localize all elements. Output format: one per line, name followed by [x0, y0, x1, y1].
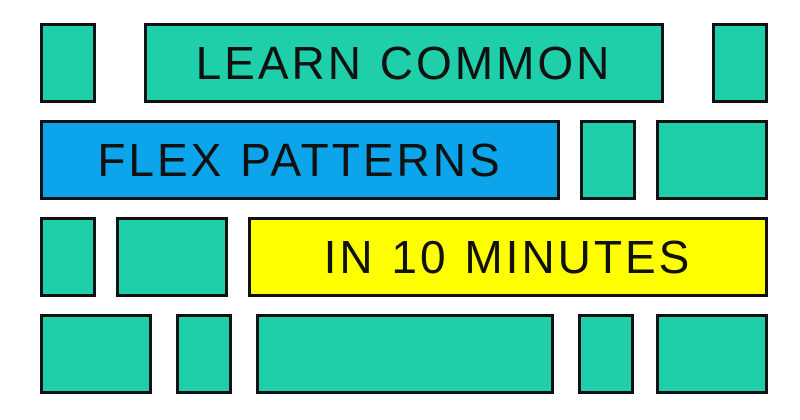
flex-block — [656, 120, 768, 200]
headline-line-3: IN 10 MINUTES — [248, 217, 768, 297]
flex-block — [656, 314, 768, 394]
flex-block — [40, 23, 96, 103]
headline-line-1: LEARN COMMON — [144, 23, 664, 103]
headline-line-2: FLEX PATTERNS — [40, 120, 560, 200]
flex-block — [712, 23, 768, 103]
flex-block — [116, 217, 228, 297]
flex-block — [578, 314, 634, 394]
flex-block — [176, 314, 232, 394]
flex-block — [580, 120, 636, 200]
flex-block — [256, 314, 554, 394]
flex-block — [40, 314, 152, 394]
flex-block — [40, 217, 96, 297]
